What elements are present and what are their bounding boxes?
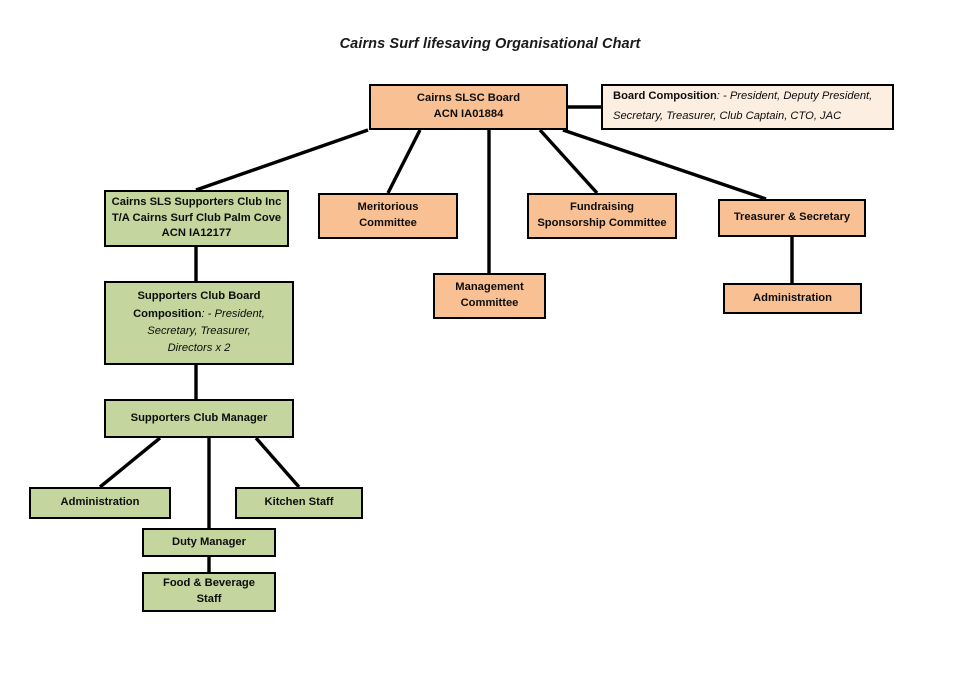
node-line: Staff: [196, 593, 222, 605]
node-cairns-slsc-board[interactable]: Cairns SLSC Board ACN IA01884: [369, 84, 568, 130]
node-line: Meritorious: [357, 201, 419, 214]
node-line: T/A Cairns Surf Club Palm Cove: [111, 211, 282, 224]
node-line: Committee: [359, 217, 417, 229]
node-line: Treasurer & Secretary: [733, 211, 851, 224]
node-line: ACN IA12177: [161, 227, 232, 240]
node-duty-manager[interactable]: Duty Manager: [142, 528, 276, 557]
node-fundraising-sponsorship-committee[interactable]: Fundraising Sponsorship Committee: [527, 193, 677, 239]
node-supporters-administration[interactable]: Administration: [29, 487, 171, 519]
node-line: Cairns SLSC Board: [416, 92, 521, 105]
board-composition-heading: Board Composition: [613, 90, 717, 103]
node-management-committee[interactable]: Management Committee: [433, 273, 546, 319]
edge-manager-to-administration: [98, 436, 162, 489]
node-line: Sponsorship Committee: [537, 217, 667, 229]
edge-board-to-supporters: [195, 128, 369, 192]
supporters-composition-line2: : - President,: [201, 307, 265, 320]
node-line: Supporters Club Manager: [130, 411, 268, 424]
board-composition-line1: : - President, Deputy President,: [716, 90, 873, 103]
node-line: Food & Beverage: [162, 577, 255, 590]
node-line: Management: [455, 281, 524, 294]
node-line: Supporters Club Board: [137, 290, 261, 303]
node-right-administration[interactable]: Administration: [723, 283, 862, 314]
edge-board-to-fundraising: [538, 128, 599, 195]
node-line: Board Composition: - President, Deputy P…: [613, 87, 887, 107]
node-kitchen-staff[interactable]: Kitchen Staff: [235, 487, 363, 519]
node-treasurer-secretary[interactable]: Treasurer & Secretary: [718, 199, 866, 237]
node-meritorious-committee[interactable]: Meritorious Committee: [318, 193, 458, 239]
node-food-beverage-staff[interactable]: Food & Beverage Staff: [142, 572, 276, 612]
node-board-composition[interactable]: Board Composition: - President, Deputy P…: [601, 84, 894, 130]
edge-manager-to-kitchen: [254, 436, 301, 489]
node-line: Cairns SLS Supporters Club Inc: [111, 195, 282, 208]
node-line: Administration: [60, 496, 140, 509]
node-line: Fundraising: [569, 201, 635, 214]
node-line: Duty Manager: [172, 535, 246, 548]
edge-board-to-treasurer: [562, 128, 767, 201]
board-composition-line2: Secretary, Treasurer, Club Captain, CTO,…: [613, 110, 842, 122]
edge-board-to-meritorious: [386, 129, 422, 194]
node-line: Composition: - President,: [111, 306, 287, 323]
supporters-composition-heading: Composition: [133, 307, 202, 320]
page-title: Cairns Surf lifesaving Organisational Ch…: [339, 36, 641, 52]
node-line: ACN IA01884: [433, 108, 504, 120]
node-supporters-club[interactable]: Cairns SLS Supporters Club Inc T/A Cairn…: [104, 190, 289, 247]
node-line: Kitchen Staff: [264, 496, 334, 509]
node-line: Committee: [460, 297, 519, 309]
node-supporters-club-board-composition[interactable]: Supporters Club Board Composition: - Pre…: [104, 281, 294, 365]
supporters-composition-line4: Directors x 2: [167, 342, 231, 355]
node-supporters-club-manager[interactable]: Supporters Club Manager: [104, 399, 294, 438]
node-line: Administration: [753, 291, 832, 304]
supporters-composition-line3: Secretary, Treasurer,: [147, 325, 251, 337]
